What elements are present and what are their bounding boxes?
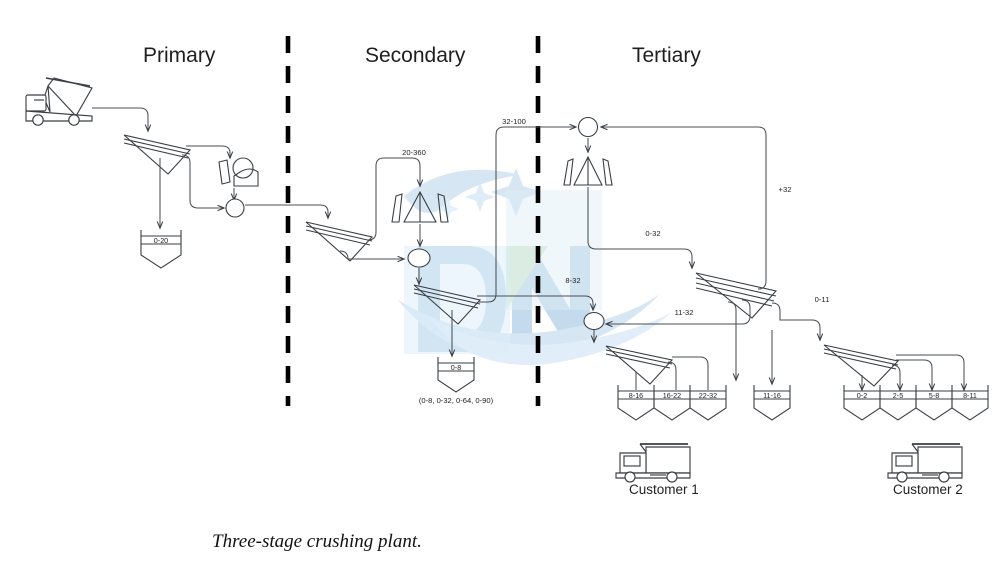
flow-label-plus-32: +32 xyxy=(779,185,792,194)
bin-group-left xyxy=(617,385,727,421)
primary-surge-hopper-icon xyxy=(225,198,245,218)
feed-truck-icon xyxy=(25,77,93,126)
bin-label-16-22: 16-22 xyxy=(663,391,681,400)
product-screen-left-icon xyxy=(605,345,674,385)
flow-8-32-to-tertiary-surge xyxy=(477,295,593,310)
flow-screen-right-to-bin-2-5 xyxy=(891,364,900,390)
bin-22-32-icon xyxy=(689,385,727,421)
flow-label-11-32: 11-32 xyxy=(675,308,694,317)
bin-5-8-icon xyxy=(915,385,953,421)
bin-11-16-icon xyxy=(753,385,791,421)
bin-label-5-8: 5-8 xyxy=(929,391,939,400)
bin-0-2-icon xyxy=(843,385,881,421)
bin-label-8-16: 8-16 xyxy=(629,391,643,400)
customer-1-truck-icon xyxy=(615,443,691,483)
flow-label-20-360: 20-360 xyxy=(402,148,426,157)
flow-11-32-to-surge xyxy=(606,299,751,324)
flow-primary-screen-to-jaw xyxy=(186,145,230,158)
tertiary-cone-crusher-icon xyxy=(563,155,613,186)
flow-secondary-recirculation xyxy=(367,157,420,241)
secondary-bin-options-note: (0-8, 0-32, 0-64, 0-90) xyxy=(419,396,494,405)
bin-label-11-16: 11-16 xyxy=(763,391,781,400)
flow-plus-32-return xyxy=(601,127,767,290)
flow-secondary-screen-to-surge xyxy=(339,250,404,259)
tertiary-screen-icon xyxy=(695,272,778,319)
flow-label-32-100: 32-100 xyxy=(502,117,526,126)
secondary-surge-hopper-icon xyxy=(407,248,431,268)
bin-8-11-icon xyxy=(951,385,989,421)
secondary-cone-crusher-icon xyxy=(391,190,449,223)
flow-label-0-11: 0-11 xyxy=(815,295,830,304)
bin-group-right xyxy=(843,385,989,421)
bin-label-22-32: 22-32 xyxy=(699,391,717,400)
flow-primary-to-secondary xyxy=(245,204,328,218)
secondary-screen-icon xyxy=(305,221,374,262)
bin-2-5-icon xyxy=(879,385,917,421)
bin-label-0-20: 0-20 xyxy=(154,236,168,245)
tertiary-product-surge-icon xyxy=(583,311,605,331)
flow-truck-to-primary-screen xyxy=(92,107,148,131)
flow-0-32-to-tertiary-screen xyxy=(587,187,692,268)
flow-0-11-to-final-screen xyxy=(771,302,820,340)
jaw-crusher-icon xyxy=(218,157,259,187)
flow-screen-right-to-bin-5-8 xyxy=(896,359,932,390)
flow-label-0-32: 0-32 xyxy=(645,229,660,238)
bin-16-22-icon xyxy=(653,385,691,421)
flow-primary-bypass-to-surge xyxy=(181,154,224,208)
flow-32-100-to-tertiary xyxy=(478,127,576,303)
stage-title-primary: Primary xyxy=(143,44,216,67)
bin-0-20-icon xyxy=(140,230,182,269)
secondary-product-screen-icon xyxy=(413,284,482,325)
product-screen-right-icon xyxy=(823,344,900,387)
bin-8-16-icon xyxy=(617,385,655,421)
flow-11-16-to-bin xyxy=(727,301,736,380)
bin-label-8-11: 8-11 xyxy=(963,391,977,400)
primary-screen-icon xyxy=(123,134,192,175)
customer-1-label: Customer 1 xyxy=(629,482,699,497)
flow-screen-left-to-bin-16-22 xyxy=(667,361,677,390)
bin-label-0-8: 0-8 xyxy=(451,363,461,372)
stage-title-tertiary: Tertiary xyxy=(632,44,701,67)
flow-screen-left-to-bin-22-32 xyxy=(672,356,709,390)
flow-label-8-32: 8-32 xyxy=(565,276,580,285)
figure-caption: Three-stage crushing plant. xyxy=(212,531,422,552)
bin-label-2-5: 2-5 xyxy=(893,391,903,400)
customer-2-label: Customer 2 xyxy=(893,482,963,497)
tertiary-surge-hopper-icon xyxy=(577,116,599,138)
bin-0-8-icon xyxy=(437,357,475,393)
customer-2-truck-icon xyxy=(887,443,963,483)
flow-screen-right-to-bin-8-11 xyxy=(896,354,964,390)
stage-title-secondary: Secondary xyxy=(365,44,466,67)
bin-label-0-2: 0-2 xyxy=(857,391,867,400)
